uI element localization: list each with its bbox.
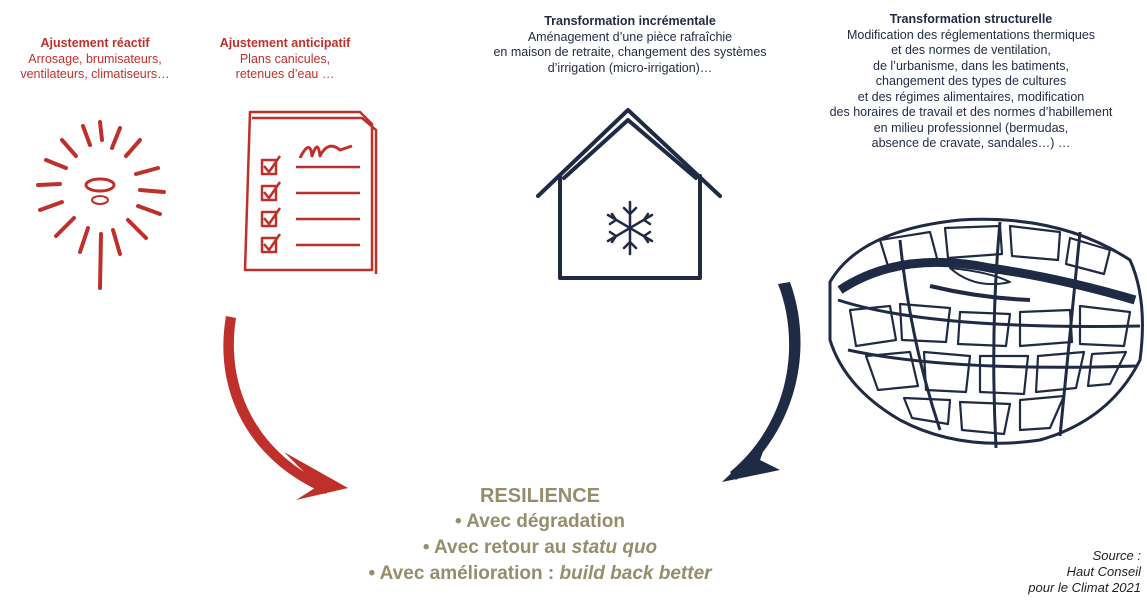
resilience-title: RESILIENCE [479,485,601,507]
column-description: Plans canicules, retenues d’eau … [235,51,335,82]
column-title: Transformation structurelle [889,12,1053,26]
resilience-item-emphasis: build back better [559,563,712,584]
column-anticipatory-adjustment: Ajustement anticipatif Plans canicules, … [210,36,360,83]
column-title: Ajustement anticipatif [219,36,351,50]
red-arrow-icon [223,316,348,500]
house-snowflake-icon [536,108,722,280]
column-structural-transformation: Transformation structurelle Modification… [795,12,1147,152]
burst-icon [36,120,166,290]
city-map-icon [828,217,1144,449]
resilience-item: • Avec amélioration : build back better [290,561,790,587]
column-incremental-transformation: Transformation incrémentale Aménagement … [455,14,805,76]
column-description: Aménagement d’une pièce rafraîchie en ma… [493,29,767,75]
column-title: Ajustement réactif [40,36,150,50]
resilience-item: • Avec retour au statu quo [290,535,790,561]
resilience-item-emphasis: statu quo [571,537,658,558]
resilience-item-text: • Avec dégradation [455,511,625,532]
column-title: Transformation incrémentale [544,14,716,28]
column-description: Modification des réglementations thermiq… [829,27,1113,151]
resilience-item-text: • Avec amélioration : [368,563,560,584]
navy-arrow-icon [722,282,801,482]
column-reactive-adjustment: Ajustement réactif Arrosage, brumisateur… [0,36,190,83]
resilience-item-text: • Avec retour au [422,537,572,558]
resilience-item: • Avec dégradation [290,509,790,535]
checklist-icon [243,110,378,274]
source-citation: Source : Haut Conseil pour le Climat 202… [1028,548,1141,595]
column-description: Arrosage, brumisateurs, ventilateurs, cl… [20,51,170,82]
resilience-summary: RESILIENCE • Avec dégradation • Avec ret… [290,483,790,587]
